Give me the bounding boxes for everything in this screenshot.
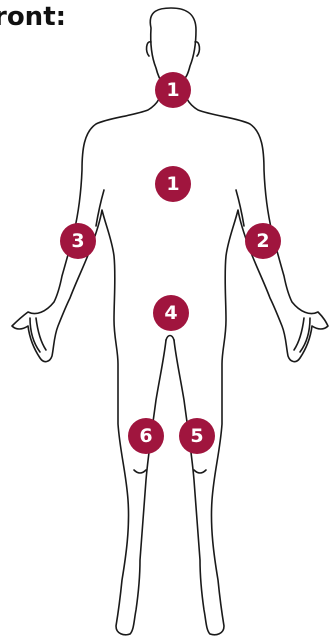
knee-right-line: [194, 470, 206, 473]
marker-left-upper-arm[interactable]: 2: [245, 223, 281, 259]
marker-right-upper-arm[interactable]: 3: [60, 223, 96, 259]
marker-right-knee[interactable]: 6: [128, 418, 164, 454]
crotch-outline: [166, 336, 174, 341]
marker-left-knee[interactable]: 5: [179, 418, 215, 454]
hand-right-fingers: [294, 318, 310, 352]
torso-right-outline: [174, 82, 328, 635]
torso-left-outline: [12, 84, 166, 635]
marker-chest[interactable]: 1: [155, 166, 191, 202]
hand-left-fingers: [30, 318, 46, 352]
marker-neck[interactable]: 1: [155, 72, 191, 108]
marker-abdomen[interactable]: 4: [153, 295, 189, 331]
knee-left-line: [134, 470, 146, 473]
